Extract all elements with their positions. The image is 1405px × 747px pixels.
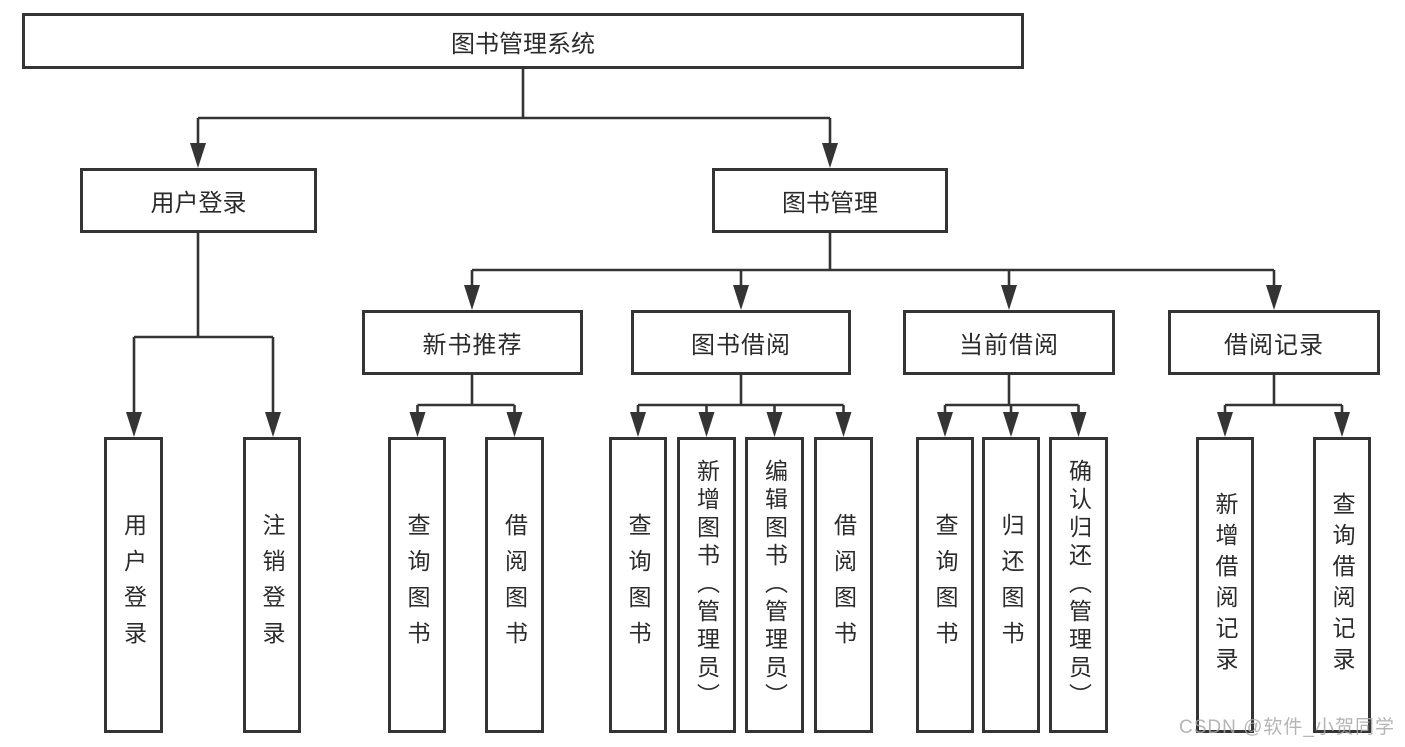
leaf-label: 确认归还（管理员） xyxy=(1065,459,1092,711)
leaf-query-books-3: 查询图书 xyxy=(916,437,974,733)
leaf-user-login: 用户登录 xyxy=(104,437,163,733)
node-book-borrowing: 图书借阅 xyxy=(631,310,851,375)
leaf-return-books: 归还图书 xyxy=(982,437,1040,733)
leaf-borrow-books-1: 借阅图书 xyxy=(485,437,544,733)
leaf-add-books-admin: 新增图书（管理员） xyxy=(677,437,736,733)
leaf-query-books-1: 查询图书 xyxy=(388,437,446,733)
leaf-label: 编辑图书（管理员） xyxy=(761,459,788,711)
leaf-label: 查询图书 xyxy=(932,513,958,657)
node-current-borrowing: 当前借阅 xyxy=(903,310,1115,375)
leaf-label: 查询图书 xyxy=(404,513,430,657)
leaf-label: 用户登录 xyxy=(120,513,147,657)
node-user-login: 用户登录 xyxy=(80,168,317,233)
leaf-borrow-books-2: 借阅图书 xyxy=(814,437,873,733)
leaf-logout: 注销登录 xyxy=(243,437,301,733)
leaf-query-books-2: 查询图书 xyxy=(609,437,667,733)
leaf-label: 归还图书 xyxy=(998,513,1024,657)
arrowheads xyxy=(126,143,1350,437)
leaf-label: 新增借阅记录 xyxy=(1212,492,1238,678)
node-borrowing-records: 借阅记录 xyxy=(1168,310,1380,375)
leaf-query-borrow-record: 查询借阅记录 xyxy=(1313,437,1371,733)
leaf-label: 新增图书（管理员） xyxy=(693,459,720,711)
leaf-label: 借阅图书 xyxy=(830,513,857,657)
node-library-management-system: 图书管理系统 xyxy=(22,13,1024,69)
leaf-label: 借阅图书 xyxy=(501,513,528,657)
node-book-management: 图书管理 xyxy=(712,168,948,233)
leaf-label: 查询借阅记录 xyxy=(1329,492,1355,678)
watermark: CSDN @软件_小贺同学 xyxy=(1179,717,1395,738)
leaf-confirm-return-admin: 确认归还（管理员） xyxy=(1049,437,1108,733)
leaf-label: 查询图书 xyxy=(625,513,651,657)
leaf-edit-books-admin: 编辑图书（管理员） xyxy=(745,437,804,733)
node-new-book-recommendation: 新书推荐 xyxy=(362,310,583,375)
leaf-add-borrow-record: 新增借阅记录 xyxy=(1196,437,1254,733)
leaf-label: 注销登录 xyxy=(259,513,285,657)
